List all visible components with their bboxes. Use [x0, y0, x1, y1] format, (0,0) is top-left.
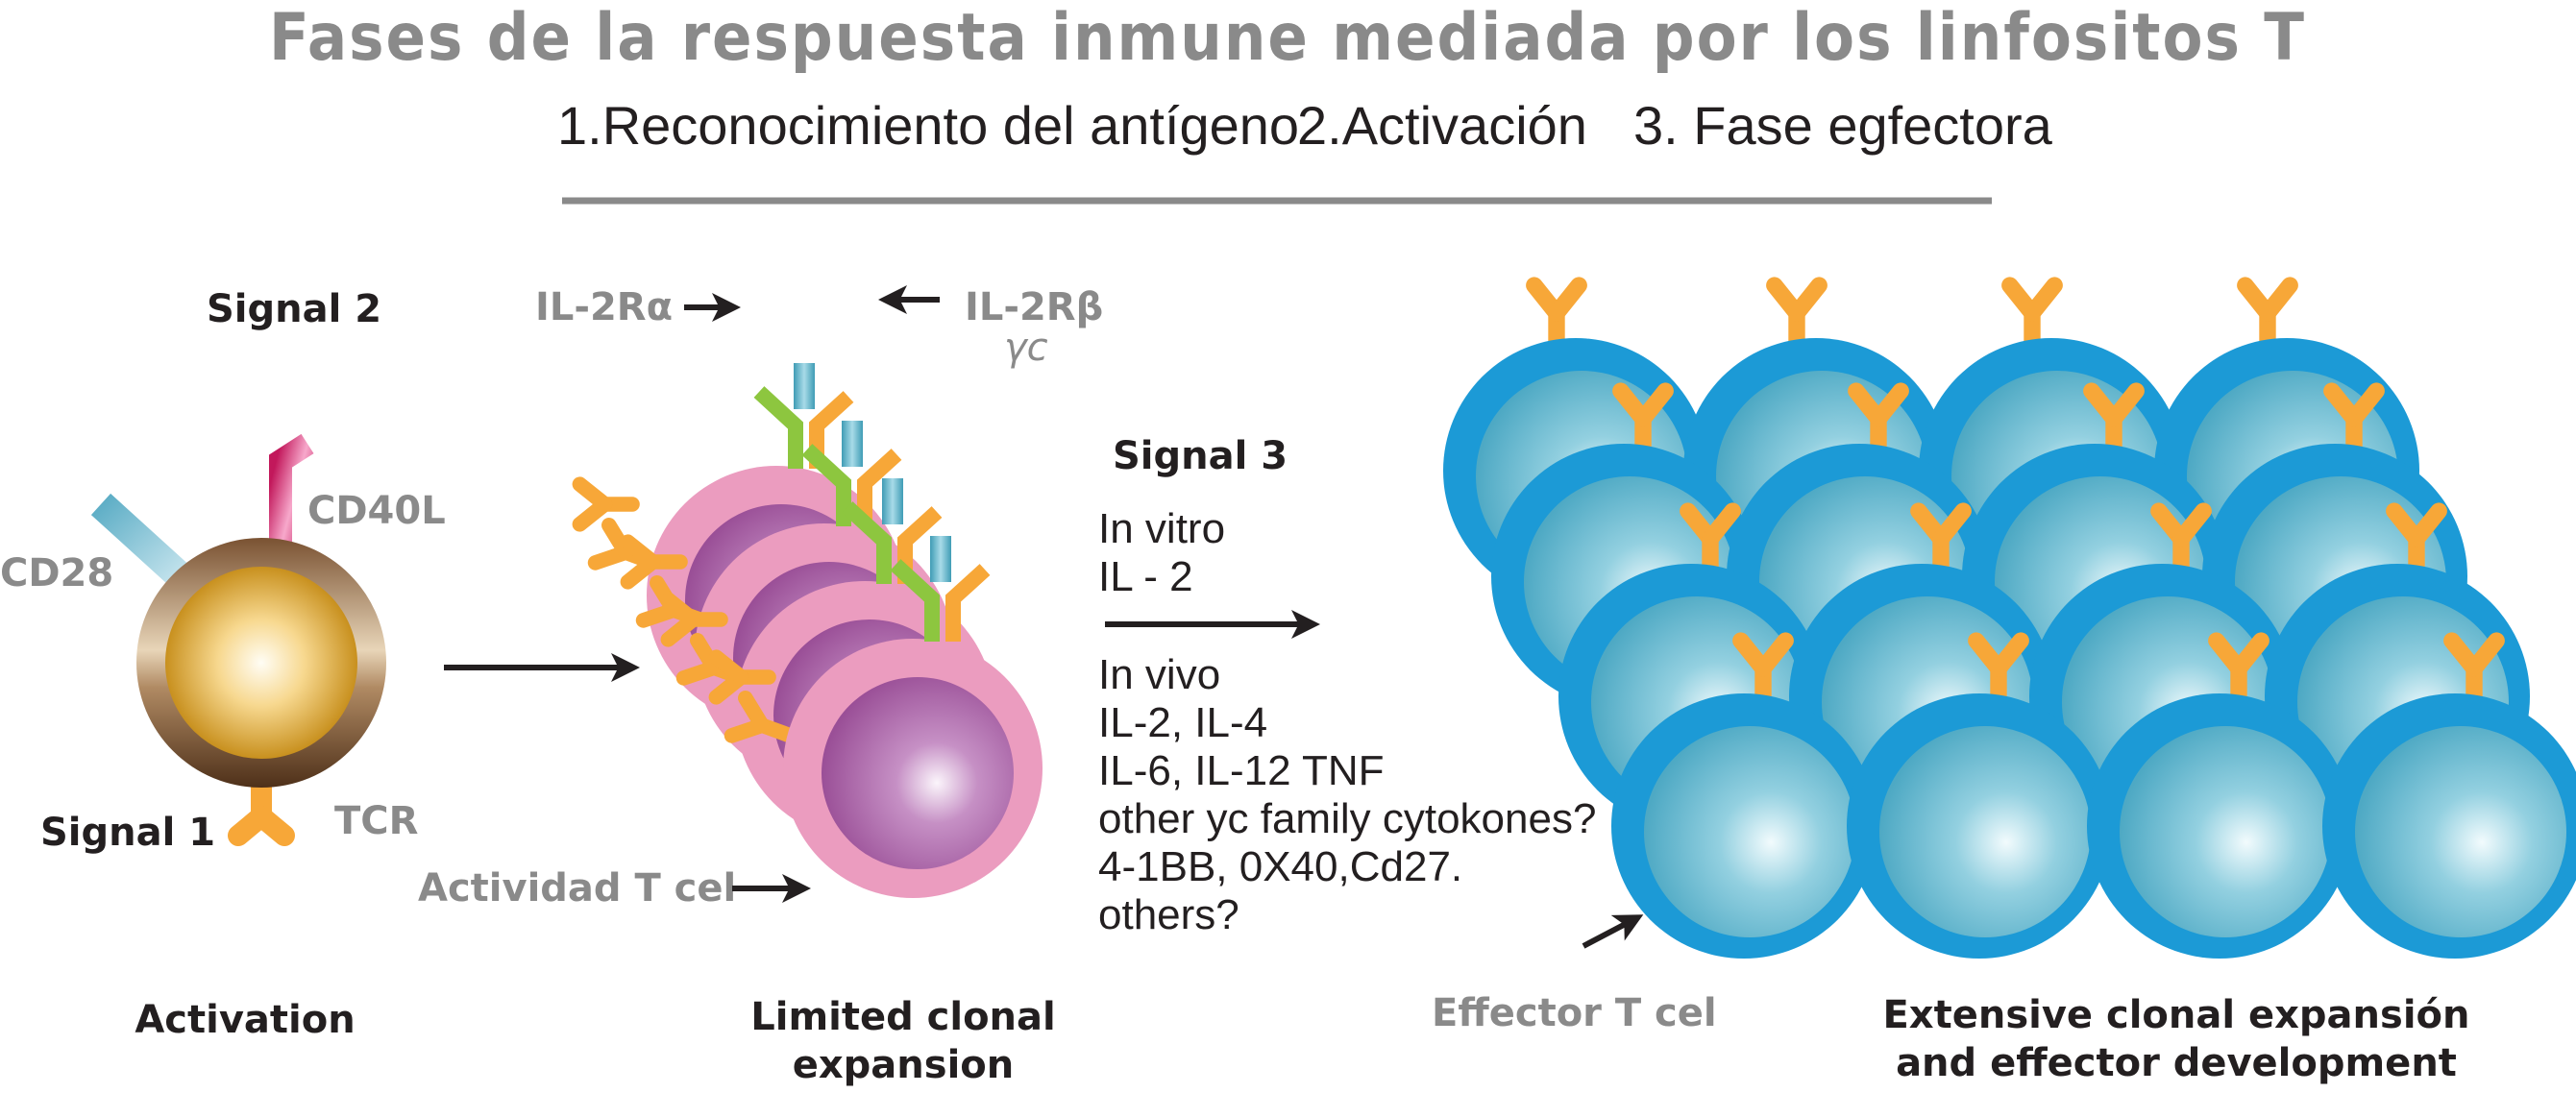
- cytokine-receptor-icon: [2443, 632, 2505, 708]
- in-vitro-heading: In vitro: [1098, 505, 1225, 552]
- il2rb-label: IL-2Rβ: [965, 285, 1103, 329]
- in-vitro-item: IL - 2: [1098, 553, 1193, 600]
- signal3-label: Signal 3: [1113, 434, 1288, 478]
- il2-receptor-complex: [753, 363, 854, 469]
- activated-t-cell: [708, 536, 1043, 898]
- subtitle-phase2: 2.Activación: [1297, 95, 1587, 156]
- extensive-caption-line2: and effector development: [1896, 1041, 2457, 1085]
- cytokine-receptor-icon: [1732, 632, 1794, 708]
- cytokine-receptor-icon: [1766, 277, 1828, 352]
- limited-caption-line1: Limited clonal: [750, 995, 1055, 1039]
- cytokine-receptor-icon: [572, 476, 640, 532]
- cd40l-label: CD40L: [307, 489, 446, 533]
- effector-t-cell: [1847, 632, 2112, 959]
- cd40l-receptor: [269, 433, 314, 547]
- il2ra-label: IL-2Rα: [535, 285, 673, 329]
- diagram-title: Fases de la respuesta inmune mediada por…: [269, 0, 2306, 76]
- effector-t-cell: [2322, 632, 2576, 959]
- il2-receptor-complex: [890, 536, 991, 642]
- signal2-label: Signal 2: [207, 287, 381, 331]
- cytokine-receptor-icon: [1526, 277, 1587, 352]
- cytokine-receptor-icon: [2001, 277, 2063, 352]
- subtitle-phase1: 1.Reconocimiento del antígeno: [557, 95, 1299, 156]
- cytokine-receptor-icon: [1910, 502, 1972, 578]
- cytokine-receptor-icon: [2237, 277, 2298, 352]
- cytokine-receptor-icon: [2386, 502, 2447, 578]
- in-vivo-item: others?: [1098, 891, 1239, 938]
- activation-cell-core: [165, 567, 357, 759]
- tcr-label: TCR: [334, 799, 418, 843]
- cytokine-receptor-icon: [660, 592, 728, 647]
- limited-expansion-cells: [572, 363, 1043, 898]
- cytokine-receptor-icon: [724, 690, 796, 743]
- cytokine-receptor-icon: [1848, 382, 1909, 458]
- activation-caption: Activation: [135, 998, 355, 1042]
- cytokine-receptor-icon: [2323, 382, 2385, 458]
- effector-t-cell: [1611, 632, 1877, 959]
- subtitle-phase3: 3. Fase egfectora: [1633, 95, 2053, 156]
- cd28-label: CD28: [0, 551, 113, 595]
- cytokine-receptor-icon: [1612, 382, 1674, 458]
- cytokine-receptor-icon: [620, 534, 688, 590]
- cytokine-receptor-icon: [2150, 502, 2212, 578]
- in-vivo-item: IL-2, IL-4: [1098, 699, 1267, 746]
- in-vivo-item: IL-6, IL-12 TNF: [1098, 747, 1385, 794]
- effector-arrow: [1582, 914, 1644, 949]
- in-vivo-item: other yc family cytokones?: [1098, 795, 1596, 842]
- cytokine-receptor-icon: [2083, 382, 2145, 458]
- in-vivo-heading: In vivo: [1098, 651, 1220, 698]
- activation-t-cell: [90, 433, 386, 846]
- in-vivo-item: 4-1BB, 0X40,Cd27.: [1098, 843, 1462, 890]
- cytokine-receptor-icon: [1680, 502, 1741, 578]
- actividad-t-cel-label: Actividad T cel: [418, 866, 736, 911]
- cytokine-receptor-icon: [708, 649, 776, 705]
- effector-t-cell: [2087, 632, 2352, 959]
- tcr-receptor: [228, 772, 295, 846]
- cytokine-receptor-icon: [2208, 632, 2269, 708]
- yc-label: γc: [1004, 326, 1048, 370]
- effector-t-cel-label: Effector T cel: [1432, 991, 1717, 1035]
- signal1-label: Signal 1: [40, 811, 215, 855]
- cytokine-receptor-icon: [1968, 632, 2029, 708]
- extensive-caption-line1: Extensive clonal expansión: [1882, 993, 2469, 1037]
- limited-caption-line2: expansion: [793, 1043, 1015, 1087]
- extensive-expansion-cells: [1443, 277, 2576, 959]
